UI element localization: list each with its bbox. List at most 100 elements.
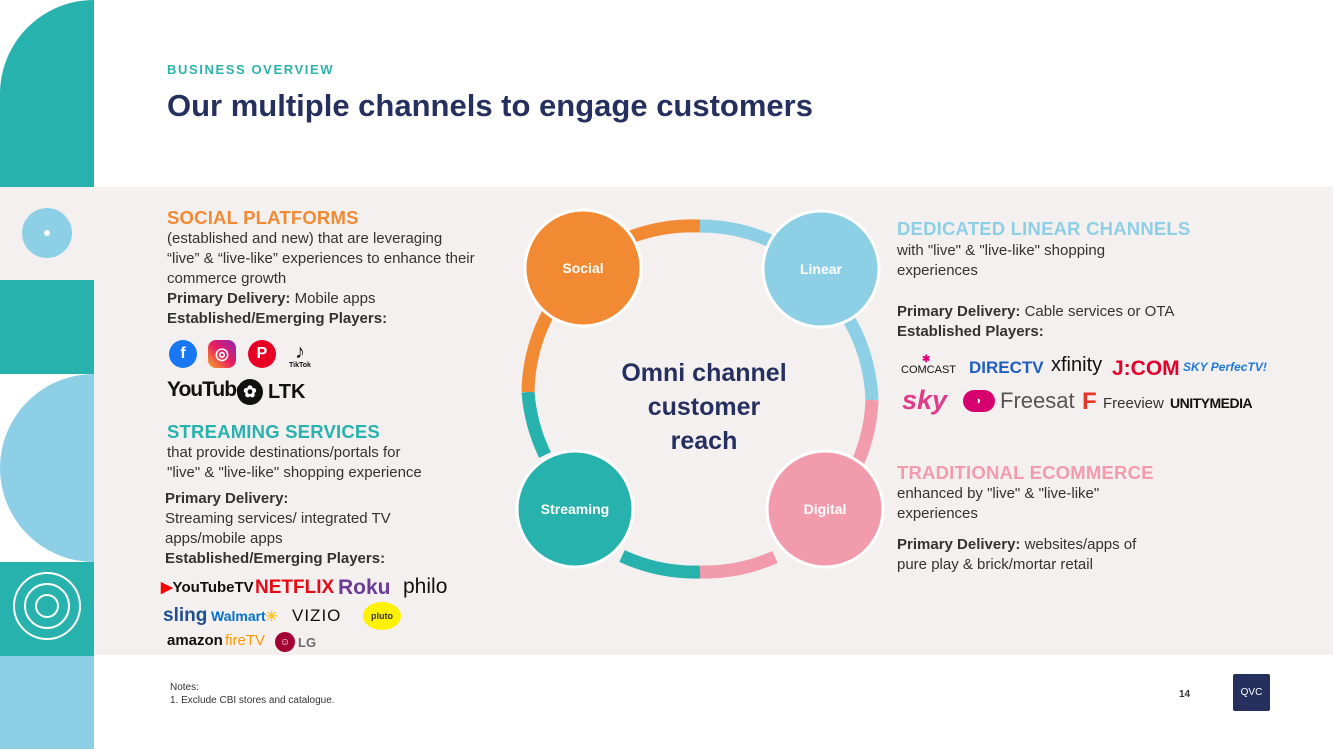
youtubetv-logo: ▶YouTubeTV [161,579,254,596]
streaming-desc-line: that provide destinations/portals for [167,444,401,461]
streaming-description: that provide destinations/portals for "l… [167,443,422,483]
linear-players-label: Established Players: [897,323,1044,340]
streaming-heading: STREAMING SERVICES [167,421,380,442]
left-decorative-strip [0,0,94,749]
omni-channel-diagram: Social Linear Streaming Digital [515,208,885,579]
linear-heading: DEDICATED LINEAR CHANNELS [897,218,1191,239]
qvc-logo: QVC [1233,674,1270,711]
unitymedia-logo: UNITYMEDIA [1170,395,1253,411]
social-description: (established and new) that are leveragin… [167,229,475,329]
social-delivery-value: Mobile apps [294,290,376,307]
footnotes: Notes: 1. Exclude CBI stores and catalog… [170,681,335,707]
ecommerce-delivery: Primary Delivery: websites/apps of pure … [897,535,1136,575]
ring-arc-right-pink [851,399,879,465]
social-delivery: Primary Delivery: Mobile apps [167,289,475,309]
firetv-logo: fireTV [225,632,266,649]
content-band-edge [94,187,167,655]
freeview-f-icon: F [1082,388,1097,415]
philo-logo: philo [403,575,448,598]
tiktok-icon: ♪ [295,340,305,363]
node-streaming-circle [515,449,635,569]
social-desc-line: (established and new) that are leveragin… [167,230,443,247]
ring-arc-top-blue [699,219,778,249]
xfinity-logo: xfinity [1051,354,1103,376]
content-band [167,187,1333,655]
linear-desc-line: experiences [897,262,978,279]
ecommerce-heading: TRADITIONAL ECOMMERCE [897,462,1154,483]
notes-title: Notes: [170,682,199,693]
lg-logo: LG [298,635,317,650]
facebook-icon: f [169,340,197,368]
node-digital-label: Digital [804,501,847,517]
ring-arc-bottom-teal [619,550,701,579]
vizio-logo: VIZIO [292,606,342,625]
walmart-logo-text: Walmart [211,608,266,624]
node-streaming-label: Streaming [541,501,609,517]
streaming-delivery-line: Streaming services/ integrated TV [165,510,391,527]
streaming-players-label: Established/Emerging Players: [165,550,386,567]
pluto-logo: pluto [363,602,401,630]
roku-logo: Roku [338,576,391,599]
page-title: Our multiple channels to engage customer… [167,88,813,123]
amazon-logo: amazon [167,632,223,649]
ltk-icon: ✿ [237,379,263,405]
instagram-icon: ◎ [208,340,236,368]
linear-desc-line: with "live" & "live-like" shopping [897,242,1106,259]
streaming-delivery: Primary Delivery: Streaming services/ in… [165,489,391,569]
ecommerce-description: enhanced by "live" & "live-like" experie… [897,484,1099,524]
center-line: Omni channel [621,359,787,387]
ecommerce-desc-line: experiences [897,505,978,522]
node-social-label: Social [562,260,603,276]
ring-arc-left-orange [521,306,556,393]
ecommerce-delivery-value: websites/apps of [1024,536,1137,553]
section-eyebrow: BUSINESS OVERVIEW [167,62,335,77]
youtube-logo: YouTube [167,378,248,402]
sling-logo: sling [163,605,208,626]
freesat-logo: Freesat [1000,388,1075,413]
node-streaming: Streaming [515,449,635,569]
ring-arc-right-blue [842,314,879,401]
social-desc-line: commerce growth [167,270,287,287]
ltk-logo: LTK [268,381,306,403]
linear-delivery-label: Primary Delivery: [897,303,1021,320]
social-delivery-label: Primary Delivery: [167,290,291,307]
page-number: 14 [1179,689,1191,700]
node-linear: Linear [761,209,881,329]
social-players-label-text: Established/Emerging Players: [167,310,388,327]
node-linear-label: Linear [800,261,843,277]
nbc-peacock-icon: ✱ [922,354,931,365]
sky-logo: sky [902,385,948,415]
jcom-logo: J:COM [1112,357,1180,380]
streaming-desc-line: "live" & "live-like" shopping experience [167,464,422,481]
linear-delivery: Primary Delivery: Cable services or OTA … [897,302,1174,342]
center-line: reach [670,427,738,455]
tiktok-caption: TikTok [289,362,311,369]
node-digital: Digital [765,449,885,569]
freesat-icon: ◗ [963,390,995,412]
lg-icon: ☺ [275,632,295,652]
youtube-logo-text: YouTube [167,378,248,401]
node-digital-circle [765,449,885,569]
linear-delivery-value: Cable services or OTA [1024,303,1175,320]
youtubetv-logo-text: YouTubeTV [172,579,254,596]
note-item: 1. Exclude CBI stores and catalogue. [170,695,335,706]
ecommerce-delivery-line2: pure play & brick/mortar retail [897,556,1093,573]
streaming-delivery-label: Primary Delivery: [165,490,289,507]
linear-description: with "live" & "live-like" shopping exper… [897,241,1105,281]
ecommerce-desc-line: enhanced by "live" & "live-like" [897,485,1100,502]
skyperfectv-logo: SKY PerfecTV! [1183,360,1267,374]
directv-logo: DIRECTV [969,358,1044,377]
social-heading: SOCIAL PLATFORMS [167,207,359,228]
social-players-label: Established/Emerging Players: [167,309,475,329]
center-line: customer [647,393,761,421]
node-social: Social [523,208,643,328]
node-linear-circle [761,209,881,329]
streaming-delivery-line: apps/mobile apps [165,530,283,547]
walmart-logo: Walmart✳ [211,608,278,624]
ecommerce-delivery-label: Primary Delivery: [897,536,1021,553]
node-social-circle [523,208,643,328]
freeview-logo: Freeview [1103,395,1164,412]
pinterest-icon: P [248,340,276,368]
ring-arc-bottom-pink [699,551,778,579]
netflix-logo: NETFLIX [255,577,335,598]
